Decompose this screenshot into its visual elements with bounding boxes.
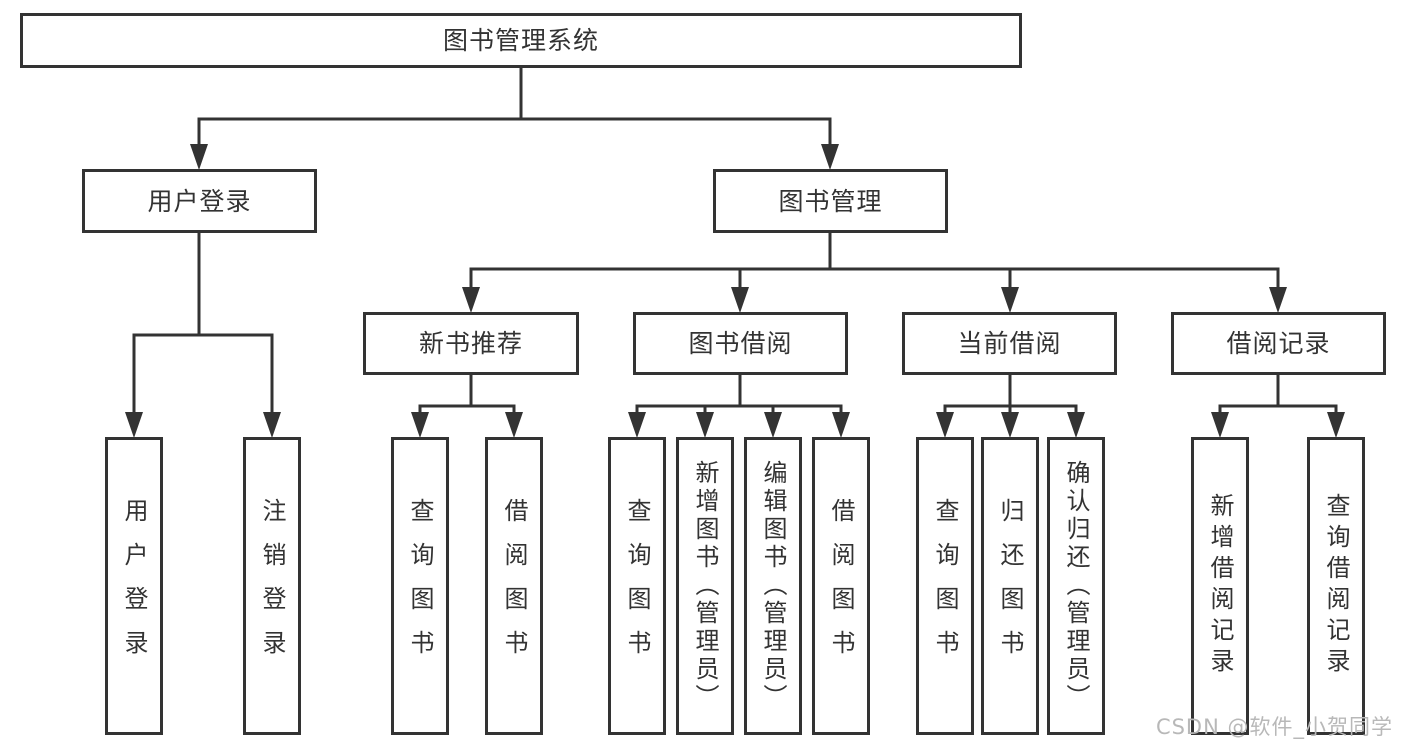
leaf-edit-book-admin: 编辑图书（管理员） <box>744 437 802 735</box>
leaf-add-book-admin: 新增图书（管理员） <box>676 437 734 735</box>
leaf-borrow-books-borrow: 借阅图书 <box>812 437 870 735</box>
leaf-add-borrow-record: 新增借阅记录 <box>1191 437 1249 735</box>
node-label: 归还图书 <box>996 498 1024 674</box>
node-book-management: 图书管理 <box>713 169 948 233</box>
node-label: 用户登录 <box>147 186 252 216</box>
node-label: 当前借阅 <box>957 329 1062 358</box>
node-label: 借阅图书 <box>827 498 855 674</box>
node-label: 图书管理 <box>778 186 883 216</box>
node-new-book-recommend: 新书推荐 <box>363 312 579 375</box>
leaf-query-books-recommend: 查询图书 <box>391 437 449 735</box>
node-label: 借阅图书 <box>500 498 528 674</box>
node-label: 查询借阅记录 <box>1322 493 1350 679</box>
leaf-return-book: 归还图书 <box>981 437 1039 735</box>
leaf-logout: 注销登录 <box>243 437 301 735</box>
node-label: 查询图书 <box>931 498 959 674</box>
node-label: 新增借阅记录 <box>1206 493 1234 679</box>
leaf-query-borrow-record: 查询借阅记录 <box>1307 437 1365 735</box>
watermark: CSDN @软件_小贺同学 <box>1155 715 1393 739</box>
arrowhead <box>125 412 1345 438</box>
node-user-login: 用户登录 <box>82 169 317 233</box>
node-label: 新增图书（管理员） <box>691 460 719 712</box>
leaf-query-books-current: 查询图书 <box>916 437 974 735</box>
node-label: 查询图书 <box>623 498 651 674</box>
node-label: 编辑图书（管理员） <box>759 460 787 712</box>
leaf-user-login: 用户登录 <box>105 437 163 735</box>
leaf-query-books-borrow: 查询图书 <box>608 437 666 735</box>
node-label: 借阅记录 <box>1226 329 1331 358</box>
leaf-borrow-books-recommend: 借阅图书 <box>485 437 543 735</box>
arrowhead <box>462 287 1287 313</box>
node-label: 确认归还（管理员） <box>1062 460 1090 712</box>
node-current-borrow: 当前借阅 <box>902 312 1117 375</box>
node-label: 图书借阅 <box>688 329 793 358</box>
node-book-borrow: 图书借阅 <box>633 312 848 375</box>
node-label: 新书推荐 <box>418 329 523 358</box>
leaf-confirm-return-admin: 确认归还（管理员） <box>1047 437 1105 735</box>
node-label: 查询图书 <box>406 498 434 674</box>
node-label: 用户登录 <box>120 498 148 674</box>
node-root: 图书管理系统 <box>20 13 1022 68</box>
arrowhead <box>190 144 839 170</box>
node-label: 注销登录 <box>258 498 286 674</box>
node-label: 图书管理系统 <box>442 26 599 55</box>
node-borrow-records: 借阅记录 <box>1171 312 1386 375</box>
